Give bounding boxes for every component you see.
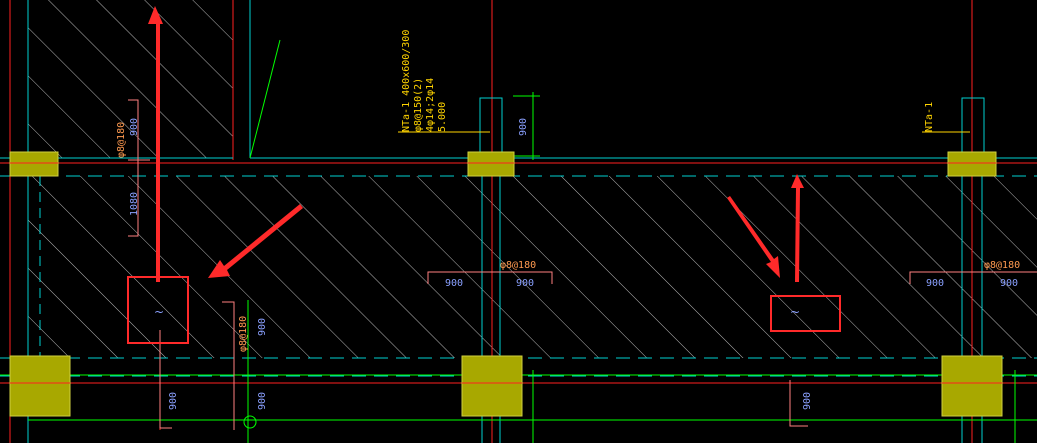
arrow-diag-right [727, 196, 780, 278]
columns [9, 151, 1003, 417]
slab-hatch-top-left [28, 0, 233, 158]
rebar-label-mid-center: φ8@180 [500, 260, 536, 271]
rebar-label-top-left: φ8@180 [116, 122, 127, 158]
dim-900-mid-b: 900 [516, 278, 534, 289]
beam-label-left: NTa-1 400x600/300 [401, 30, 412, 132]
arrow-diag-left [208, 204, 303, 278]
marker-glyphs: ~ ~ [154, 305, 800, 319]
highlight-box-right[interactable] [770, 295, 841, 332]
beam-spec-bars: 4φ14;2φ14 [425, 78, 436, 132]
rebar-labels: φ8@180 φ8@180 φ8@180 φ8@180 [116, 122, 1020, 352]
column-top-left [9, 151, 59, 177]
dim-900-mid-d: 900 [1000, 278, 1018, 289]
dim-900-top-left: 900 [129, 118, 140, 136]
beam-label-right: NTa-1 [924, 102, 935, 132]
arrow-up-left [148, 6, 163, 282]
dim-900-mid-c: 900 [926, 278, 944, 289]
dim-900-bottom-right: 900 [802, 392, 813, 410]
column-bottom-center [461, 355, 523, 417]
beam-annotations: NTa-1 400x600/300 φ8@150(2) 4φ14;2φ14 5.… [401, 30, 935, 132]
rebar-label-bottom-left: φ8@180 [238, 316, 249, 352]
marker-glyph-left: ~ [154, 305, 164, 319]
dim-900-beam: 900 [518, 118, 529, 136]
rebar-label-mid-right: φ8@180 [984, 260, 1020, 271]
annotation-arrows [148, 6, 804, 282]
dim-900-bottom-left: 900 [168, 392, 179, 410]
column-bottom-right [941, 355, 1003, 417]
beam-spec-elevation: 5.000 [437, 102, 448, 132]
arrow-up-right [791, 174, 804, 282]
column-top-center [467, 151, 515, 177]
dim-1080-left: 1080 [129, 192, 140, 216]
dimension-labels: 900 1080 900 900 900 900 900 900 900 900… [129, 118, 1018, 410]
column-bottom-left [9, 355, 71, 417]
dim-900-bottom-vertical: 900 [257, 318, 268, 336]
rebar-brackets [128, 99, 1037, 430]
dim-900-bottom-mid: 900 [257, 392, 268, 410]
column-top-right [947, 151, 997, 177]
dim-900-mid-a: 900 [445, 278, 463, 289]
marker-glyph-right: ~ [790, 305, 800, 319]
slab-hatch-areas [28, 0, 1037, 358]
beam-spec-stirrup: φ8@150(2) [413, 78, 424, 132]
slab-hatch-middle-band [28, 176, 1037, 358]
